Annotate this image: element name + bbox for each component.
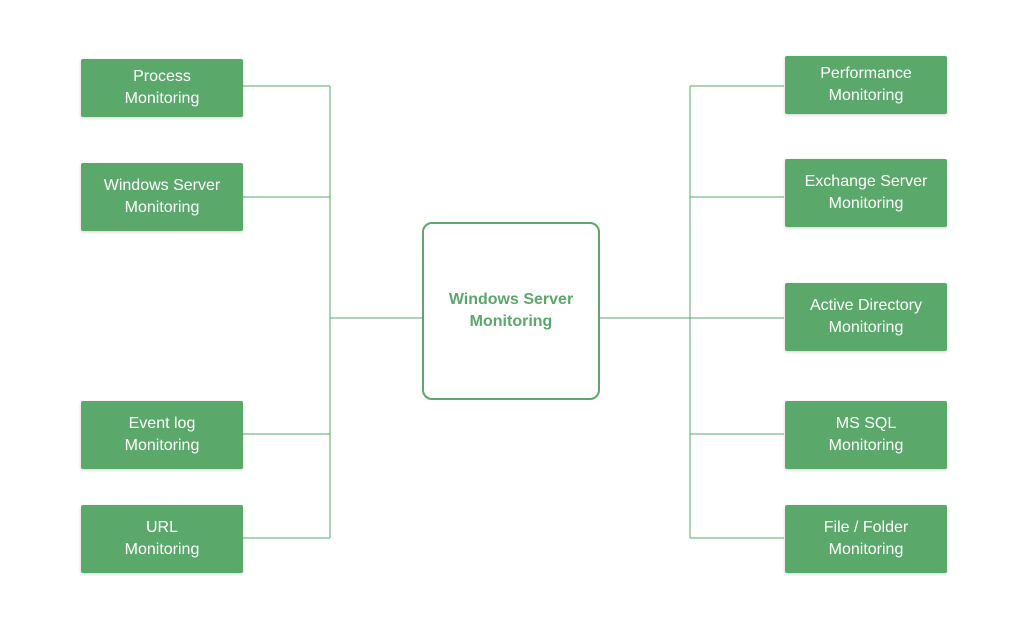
node-label: Windows Server Monitoring [103, 177, 221, 216]
node-event-log-monitoring: Event log Monitoring [81, 401, 243, 469]
node-ms-sql-monitoring: MS SQL Monitoring [785, 401, 947, 469]
node-label: Performance Monitoring [820, 65, 912, 104]
node-label: Event log Monitoring [124, 415, 200, 454]
node-label: Exchange Server Monitoring [804, 173, 928, 212]
center-node-windows-server-monitoring: Windows Server Monitoring [422, 222, 600, 400]
node-file-folder-monitoring: File / Folder Monitoring [785, 505, 947, 573]
node-label: Process Monitoring [124, 68, 200, 107]
node-performance-monitoring: Performance Monitoring [785, 56, 947, 114]
center-node-label: Windows Server Monitoring [448, 291, 574, 330]
node-label: MS SQL Monitoring [828, 415, 904, 454]
node-label: URL Monitoring [124, 519, 200, 558]
node-url-monitoring: URL Monitoring [81, 505, 243, 573]
node-windows-server-monitoring: Windows Server Monitoring [81, 163, 243, 231]
node-process-monitoring: Process Monitoring [81, 59, 243, 117]
node-label: File / Folder Monitoring [823, 519, 909, 558]
node-active-directory-monitoring: Active Directory Monitoring [785, 283, 947, 351]
node-label: Active Directory Monitoring [809, 297, 923, 336]
node-exchange-server-monitoring: Exchange Server Monitoring [785, 159, 947, 227]
